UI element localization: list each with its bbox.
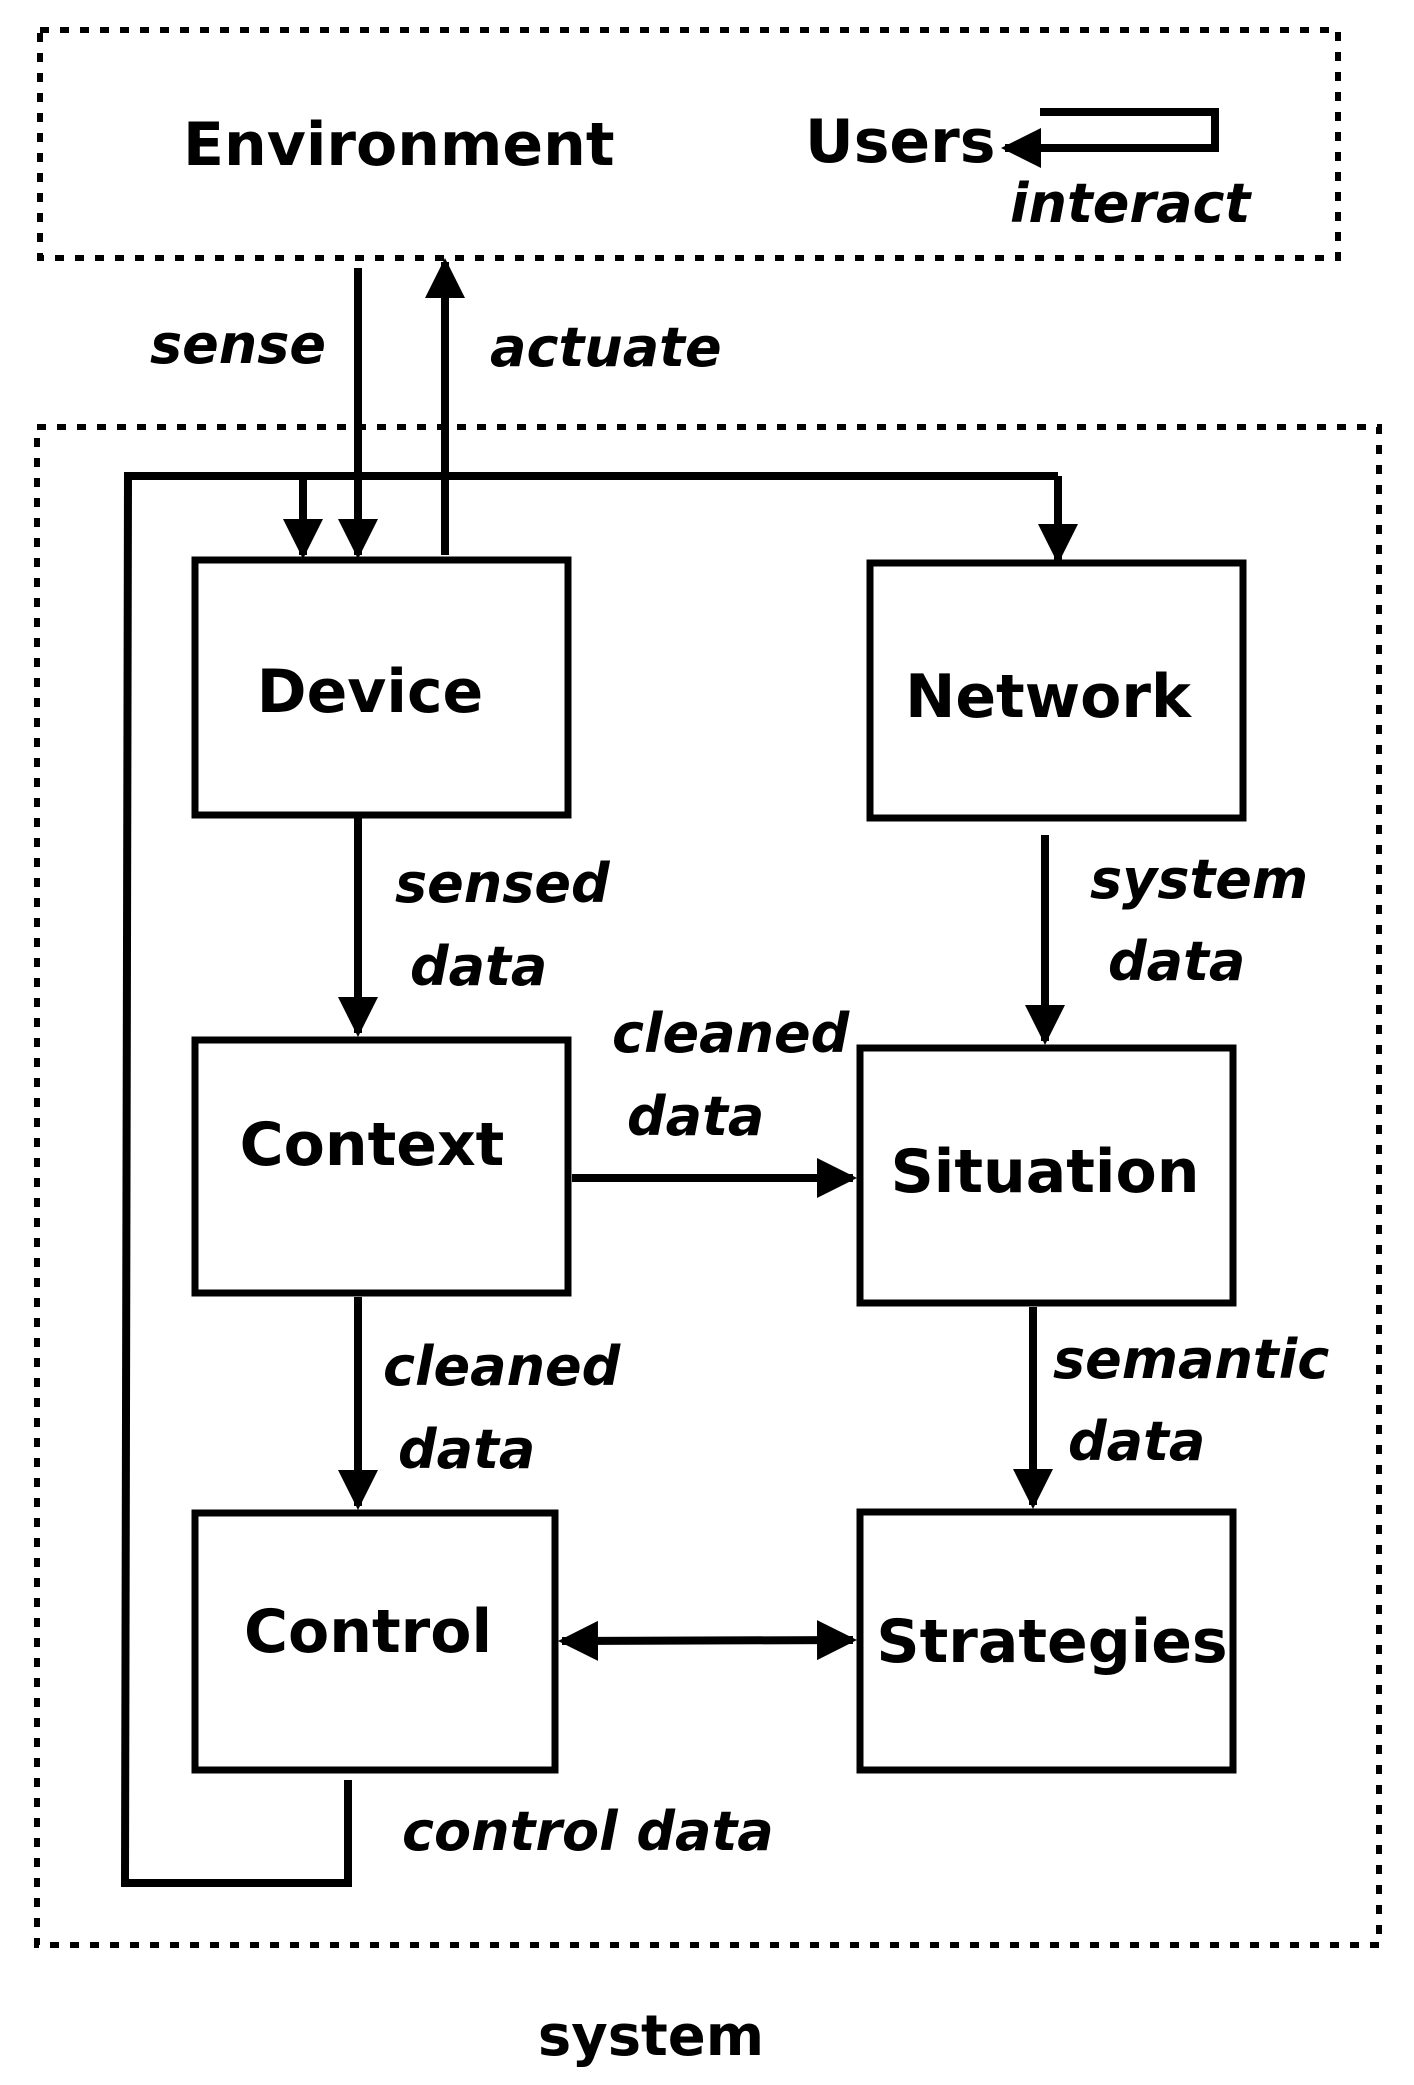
control-data-label: control data [402,1800,774,1863]
cleaned-data-down-label-line1: cleaned [383,1335,622,1398]
control-box [191,1509,559,1774]
strategies-box [856,1508,1237,1774]
context-box [191,1036,572,1297]
users-label: Users [805,107,995,177]
cleaned-data-down-label-line2: data [398,1418,535,1481]
cleaned-data-right-label-line1: cleaned [612,1002,851,1065]
cleaned-data-right-label-line2: data [627,1085,764,1148]
interact-loop-arrow [1001,108,1219,168]
interact-label: interact [1010,172,1252,235]
situation-box-label: Situation [891,1137,1200,1207]
control-box-label: Control [244,1597,492,1667]
situation-box [856,1044,1237,1307]
system-container [34,424,1382,1948]
network-box [866,559,1247,822]
device-box [191,556,572,819]
semantic-data-label-line1: semantic [1053,1328,1329,1391]
environment-label: Environment [183,110,615,180]
system-label: system [538,2004,764,2069]
actuate-label: actuate [490,316,722,379]
sensed-data-label-line1: sensed [395,852,611,915]
network-box-label: Network [905,662,1193,732]
control-data-feedback-line [120,472,1058,1887]
control-strategies-arrow [558,1620,857,1661]
strategies-box-label: Strategies [876,1607,1227,1677]
system-data-label-line2: data [1108,930,1245,993]
system-data-label-line1: system [1090,848,1308,911]
sensed-data-label-line2: data [410,935,547,998]
semantic-data-label-line2: data [1068,1410,1205,1473]
context-box-label: Context [240,1110,505,1180]
device-box-label: Device [257,657,483,727]
sense-label: sense [150,313,326,376]
environment-container [37,27,1341,261]
